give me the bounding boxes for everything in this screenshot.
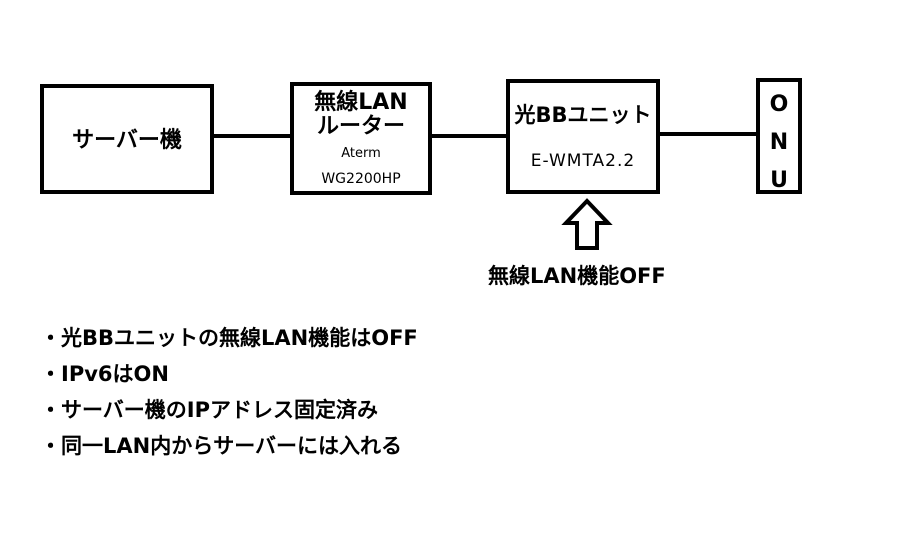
notes-list: ・光BBユニットの無線LAN機能はOFF ・IPv6はON ・サーバー機のIPア… — [40, 320, 418, 464]
hikari-bb-unit-model: E-WMTA2.2 — [530, 151, 636, 171]
router-maker: Aterm — [341, 146, 381, 161]
wireless-off-note: 無線LAN機能OFF — [488, 264, 666, 288]
server-box: サーバー機 — [40, 84, 214, 194]
onu-box: O N U — [756, 78, 802, 194]
router-title-line2: ルーター — [316, 114, 405, 139]
hikari-bb-unit-title: 光BBユニット — [514, 103, 652, 127]
up-arrow-icon — [561, 198, 613, 250]
note-item: ・光BBユニットの無線LAN機能はOFF — [40, 326, 418, 350]
onu-letter-n: N — [769, 130, 789, 155]
link-server-router — [214, 134, 290, 138]
onu-letter-o: O — [769, 92, 789, 117]
server-label: サーバー機 — [72, 128, 182, 153]
router-model: WG2200HP — [321, 171, 401, 187]
router-title-line1: 無線LAN — [314, 90, 408, 115]
onu-letter-u: U — [770, 168, 788, 193]
note-item: ・サーバー機のIPアドレス固定済み — [40, 398, 378, 422]
hikari-bb-unit-box: 光BBユニット E-WMTA2.2 — [506, 79, 660, 194]
note-item: ・IPv6はON — [40, 362, 169, 386]
router-box: 無線LAN ルーター Aterm WG2200HP — [290, 82, 432, 195]
link-router-hikari — [432, 134, 506, 138]
note-item: ・同一LAN内からサーバーには入れる — [40, 434, 402, 458]
link-hikari-onu — [660, 132, 756, 136]
